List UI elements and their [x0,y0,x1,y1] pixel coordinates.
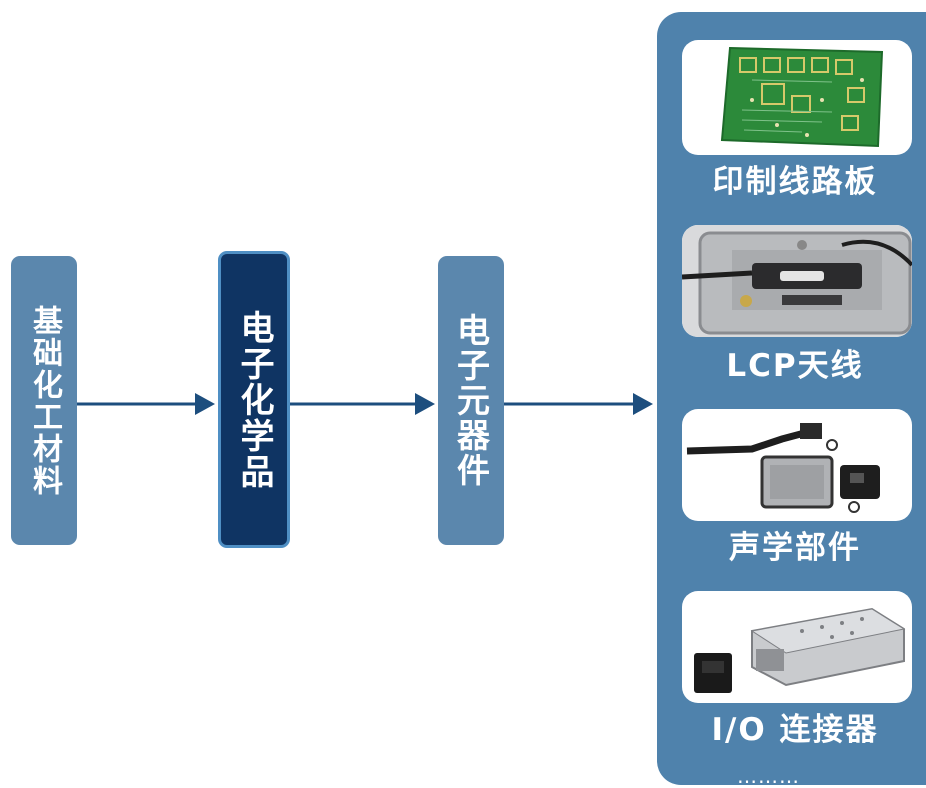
acoustic-component-image [682,409,912,521]
arrow-2-head [415,393,435,415]
arrow-3-head [633,393,653,415]
basic-chemical-materials-box: 基础化工材料 [11,256,77,545]
io-connector-label: I/O 连接器 [711,712,879,748]
electronic-chemicals-label: 电子化学品 [234,309,274,490]
electronic-components-label: 电子元器件 [451,313,491,488]
electronic-chemicals-box: 电子化学品 [218,251,290,548]
electronic-components-box: 电子元器件 [438,256,504,545]
acoustic-component-label: 声学部件 [729,530,861,566]
io-connector-image [682,591,912,703]
arrow-1-head [195,393,215,415]
pcb-label: 印制线路板 [712,164,878,200]
pcb-board-image [682,40,912,155]
lcp-antenna-label: LCP天线 [726,348,864,384]
basic-chemical-materials-label: 基础化工材料 [27,304,62,497]
more-ellipsis: ……… [737,764,800,788]
downstream-products-panel: 印制线路板 LCP天线 声学部件 [657,12,926,788]
lcp-antenna-image [682,225,912,337]
